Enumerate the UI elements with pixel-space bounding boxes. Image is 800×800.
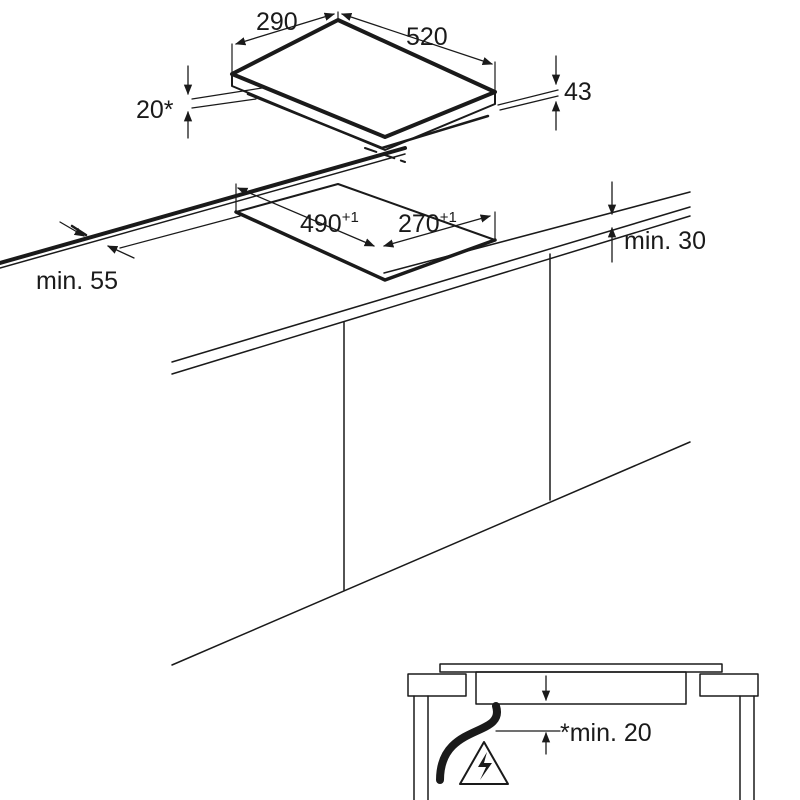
cutout-width-tolerance: +1 <box>440 209 457 226</box>
dim-hob-width <box>341 13 496 93</box>
power-cable <box>436 702 501 784</box>
label-under-clearance: *min. 20 <box>560 719 652 747</box>
section-detail <box>407 663 759 800</box>
cutout-depth-tolerance: +1 <box>342 209 359 226</box>
cutout <box>234 183 497 282</box>
dim-hob-depth <box>231 11 339 75</box>
label-hob-width: 520 <box>406 23 448 51</box>
label-hob-height: 43 <box>564 78 592 106</box>
worktop <box>0 146 691 375</box>
section-worktop-left <box>407 673 467 697</box>
dim-cutout-width <box>382 214 492 248</box>
cabinet-floor <box>171 441 691 666</box>
worktop-front-lower <box>171 206 691 363</box>
cutout-depth-value: 490 <box>300 210 342 238</box>
label-hob-gap: 20* <box>136 96 174 124</box>
hob-base <box>246 92 490 150</box>
label-wall-clearance: min. 30 <box>624 227 706 255</box>
label-cutout-width: 270+1 <box>398 209 457 238</box>
hob-side <box>231 73 496 151</box>
label-cutout-depth: 490+1 <box>300 209 359 238</box>
section-hob-top <box>439 663 723 673</box>
section-hob-body <box>475 671 687 705</box>
electric-hazard-warning-icon <box>459 741 509 785</box>
cabinet <box>171 253 691 666</box>
label-hob-depth: 290 <box>256 8 298 36</box>
section-worktop-right <box>699 673 759 697</box>
cutout-outline <box>235 183 496 281</box>
hob-unit <box>183 11 561 163</box>
label-front-clearance: min. 55 <box>36 267 118 295</box>
dim-cutout-depth <box>237 187 375 247</box>
worktop-front-edge <box>0 146 407 265</box>
worktop-back-edge <box>383 191 691 274</box>
cutout-width-value: 270 <box>398 210 440 238</box>
dim-front-clearance <box>59 221 135 259</box>
